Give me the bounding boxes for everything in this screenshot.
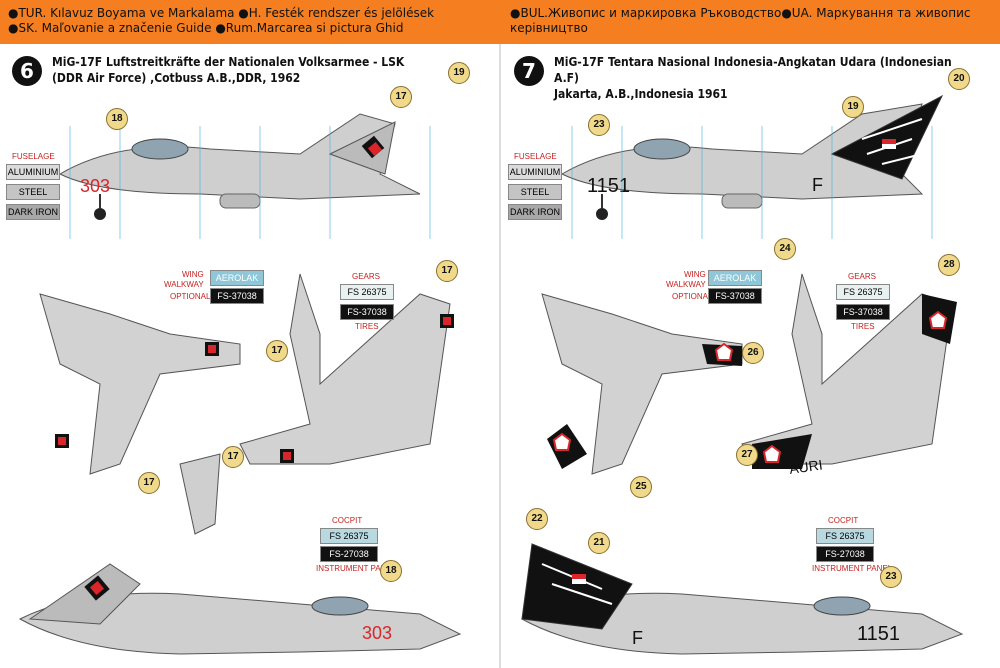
callout-27: 27 (736, 444, 758, 466)
aircraft-profiles: 303 303 (18, 113, 462, 655)
title-line2: (DDR Air Force) ,Cotbuss A.B.,DDR, 1962 (52, 71, 301, 85)
header-right-line1: ●BUL.Живопис и маркировка Ръководство●UA… (510, 6, 971, 35)
cockpit-label: COCPIT (828, 516, 859, 525)
walkway-aerolak: AEROLAK (210, 270, 264, 286)
title-line1: MiG-17F Luftstreitkräfte der Nationalen … (52, 55, 405, 69)
callout-24: 24 (774, 238, 796, 260)
tires-label: TIRES (355, 322, 379, 331)
callout-20: 20 (948, 68, 970, 90)
tail-letter-top: F (812, 175, 823, 195)
title-line1: MiG-17F Tentara Nasional Indonesia-Angka… (554, 55, 952, 85)
callout-17: 17 (436, 260, 458, 282)
callout-25: 25 (630, 476, 652, 498)
callout-19: 19 (842, 96, 864, 118)
wing-walkway-label: WING WALKWAY (666, 270, 706, 289)
side-profile-top (58, 113, 421, 220)
optional-label: OPTIONAL (170, 292, 211, 301)
callout-18: 18 (106, 108, 128, 130)
paint-dark-iron: DARK IRON (508, 204, 562, 220)
cockpit-fs27038: FS-27038 (320, 546, 378, 562)
scheme-title: MiG-17F Luftstreitkräfte der Nationalen … (52, 54, 472, 86)
top-view-aircraft (39, 293, 241, 475)
optional-label: OPTIONAL (672, 292, 713, 301)
reference-lines (69, 126, 431, 239)
gears-fs37038: FS-37038 (836, 304, 890, 320)
top-view-aircraft (541, 293, 743, 475)
serial-bottom: 303 (362, 623, 392, 643)
page-divider (499, 44, 501, 668)
instrument-panel-label: INSTRUMENT PANEL (812, 564, 893, 573)
aircraft-profiles: 1151 F AURI F 1151 (520, 94, 964, 655)
tail-letter-bottom: F (632, 628, 643, 648)
gears-label: GEARS (848, 272, 877, 281)
header-left-line1: ●TUR. Kılavuz Boyama ve Markalama ●H. Fe… (8, 6, 435, 20)
plate-number: 6 (12, 56, 42, 86)
paint-steel: STEEL (6, 184, 60, 200)
walkway-fs37038: FS-37038 (708, 288, 762, 304)
wing-text: AURI (788, 456, 823, 477)
tires-label: TIRES (851, 322, 875, 331)
scheme-title: MiG-17F Tentara Nasional Indonesia-Angka… (554, 54, 974, 102)
language-header: ●TUR. Kılavuz Boyama ve Markalama ●H. Fe… (0, 0, 1000, 44)
callout-17: 17 (138, 472, 160, 494)
paint-dark-iron: DARK IRON (6, 204, 60, 220)
cockpit-label: COCPIT (332, 516, 363, 525)
fuselage-label: FUSELAGE (12, 152, 55, 161)
serial-bottom: 1151 (857, 623, 900, 645)
callout-17: 17 (266, 340, 288, 362)
side-profile-bottom (18, 563, 462, 655)
bottom-view-aircraft (741, 273, 957, 469)
side-profile-bottom (520, 543, 964, 655)
scheme-6-panel: 6 MiG-17F Luftstreitkräfte der Nationale… (0, 44, 498, 668)
header-left-line2: ●SK. Maľovanie a značenie Guide ●Rum.Mar… (8, 21, 404, 35)
gears-fs37038: FS-37038 (340, 304, 394, 320)
header-right: ●BUL.Живопис и маркировка Ръководство●UA… (510, 6, 990, 36)
cockpit-fs27038: FS-27038 (816, 546, 874, 562)
serial-top: 1151 (587, 175, 630, 197)
walkway-fs37038: FS-37038 (210, 288, 264, 304)
wing-walkway-label: WING WALKWAY (164, 270, 204, 289)
callout-22: 22 (526, 508, 548, 530)
callout-28: 28 (938, 254, 960, 276)
paint-aluminium: ALUMINIUM (508, 164, 562, 180)
callout-21: 21 (588, 532, 610, 554)
gears-label: GEARS (352, 272, 381, 281)
serial-top: 303 (80, 176, 110, 196)
gears-fs26375: FS 26375 (836, 284, 890, 300)
reference-lines (571, 126, 933, 239)
plate-number: 7 (514, 56, 544, 86)
header-left: ●TUR. Kılavuz Boyama ve Markalama ●H. Fe… (8, 6, 488, 36)
instrument-panel-label: INSTRUMENT PANEL (316, 564, 397, 573)
callout-23: 23 (880, 566, 902, 588)
callout-23: 23 (588, 114, 610, 136)
callout-17: 17 (390, 86, 412, 108)
callout-18: 18 (380, 560, 402, 582)
scheme-7-panel: 7 MiG-17F Tentara Nasional Indonesia-Ang… (502, 44, 1000, 668)
side-profile-top (560, 94, 944, 220)
callout-26: 26 (742, 342, 764, 364)
cockpit-fs26375: FS 26375 (320, 528, 378, 544)
callout-17: 17 (222, 446, 244, 468)
fuselage-label: FUSELAGE (514, 152, 557, 161)
title-line2: Jakarta, A.B.,Indonesia 1961 (554, 87, 728, 101)
paint-aluminium: ALUMINIUM (6, 164, 60, 180)
walkway-aerolak: AEROLAK (708, 270, 762, 286)
cockpit-fs26375: FS 26375 (816, 528, 874, 544)
gears-fs26375: FS 26375 (340, 284, 394, 300)
callout-19: 19 (448, 62, 470, 84)
bottom-view-aircraft (179, 273, 454, 535)
paint-steel: STEEL (508, 184, 562, 200)
